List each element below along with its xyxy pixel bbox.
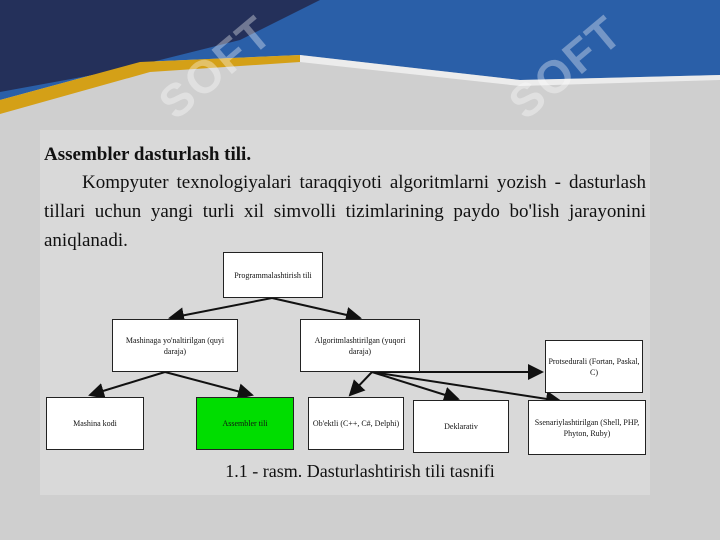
diagram-connectors xyxy=(88,297,562,407)
figure-caption: 1.1 - rasm. Dasturlashtirish tili tasnif… xyxy=(225,461,495,481)
edge-root-machine xyxy=(168,297,273,324)
node-machine-codes: Mashina kodi xyxy=(46,397,144,450)
edge-machine-codes xyxy=(88,371,166,399)
classification-diagram: Programmalashtirish tili Mashinaga yo'na… xyxy=(40,245,650,465)
node-procedural: Protsedurali (Fortan, Paskal, C) xyxy=(545,340,643,393)
slide-banner xyxy=(0,0,720,114)
body-paragraph: Kompyuter texnologiyalari taraqqiyoti al… xyxy=(44,172,646,251)
node-machine-oriented: Mashinaga yo'naltirilgan (quyi daraja) xyxy=(112,319,238,372)
node-root: Programmalashtirish tili xyxy=(223,252,323,298)
section-heading: Assembler dasturlash tili. xyxy=(44,144,252,165)
node-scripting: Ssenariylashtirilgan (Shell, PHP, Phyton… xyxy=(528,400,646,455)
node-algorithmic: Algoritmlashtirilgan (yuqori daraja) xyxy=(300,319,420,372)
node-object-oriented: Ob'ektli (C++, C#, Delphi) xyxy=(308,397,404,450)
node-assembler: Assembler tili xyxy=(196,397,294,450)
edge-alg-scripting xyxy=(371,371,562,407)
edge-machine-assembler xyxy=(164,371,254,400)
node-declarative: Deklarativ xyxy=(413,400,509,453)
edge-root-algorithmic xyxy=(271,297,362,323)
edge-alg-object xyxy=(348,371,373,397)
edge-alg-declarative xyxy=(371,371,460,403)
